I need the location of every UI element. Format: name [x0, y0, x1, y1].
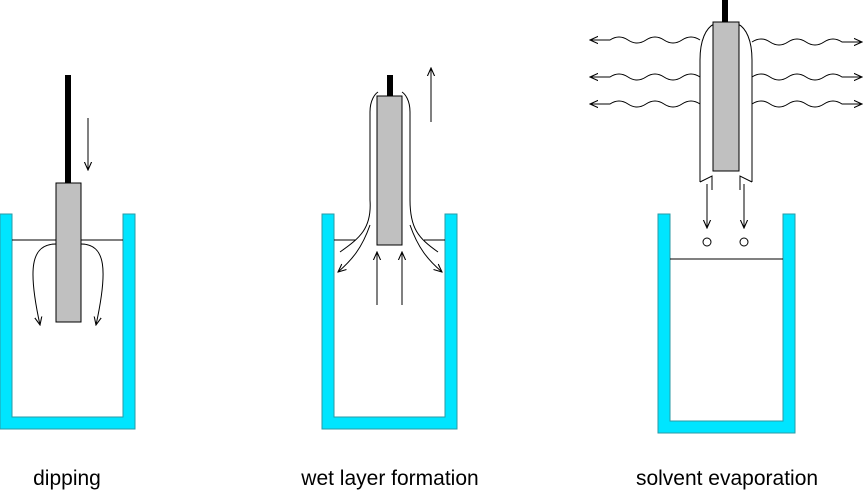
stage-dipping: dipping — [0, 75, 136, 490]
stage-solvent-evaporation: solvent evaporation — [590, 0, 862, 490]
evaporation-film-drip-left — [699, 175, 713, 190]
stage-label-dipping: dipping — [33, 467, 101, 490]
dipping-flow-arrow-left — [32, 243, 57, 325]
droplet-right — [739, 237, 749, 247]
wet-film-outline — [339, 91, 439, 253]
droplet-left — [702, 237, 712, 247]
stage-label-solvent-evaporation: solvent evaporation — [636, 467, 818, 490]
vapor-arrow-left-2 — [590, 74, 701, 80]
dipping-vessel — [0, 213, 136, 430]
vapor-arrow-right-2 — [751, 74, 862, 80]
dipping-substrate — [55, 182, 82, 323]
vapor-arrow-left-1 — [590, 37, 701, 43]
wet-layer-substrate — [376, 95, 403, 246]
evaporation-vessel — [657, 213, 796, 434]
wet-layer-drain-arrow-right — [409, 224, 442, 272]
wet-layer-rod — [387, 75, 393, 97]
evaporation-film-drip-right — [739, 175, 753, 190]
vapor-arrow-left-3 — [590, 101, 701, 107]
evaporation-rod — [722, 0, 728, 24]
vapor-arrow-right-1 — [751, 39, 862, 45]
wet-layer-vessel — [321, 213, 458, 430]
vapor-arrow-right-3 — [751, 101, 862, 107]
stage-label-wet-layer-formation: wet layer formation — [300, 467, 478, 490]
dipping-flow-arrow-right — [80, 243, 104, 325]
wet-layer-drain-arrow-left — [338, 224, 371, 272]
dipping-rod — [65, 75, 71, 185]
evaporation-film-outline — [699, 23, 753, 182]
stage-wet-layer-formation: wet layer formation — [300, 68, 479, 490]
evaporation-substrate — [712, 21, 740, 172]
